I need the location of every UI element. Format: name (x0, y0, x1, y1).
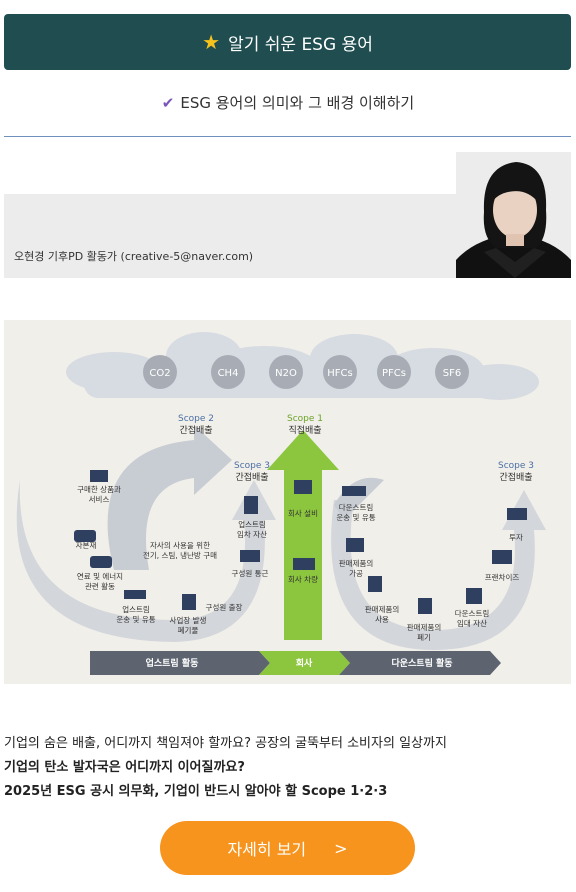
star-icon: ★ (202, 30, 221, 54)
up-item-7: 사업장 발생 (170, 615, 207, 625)
down-item-4: 판매제품의 (365, 604, 400, 614)
scope2-label: Scope 2 (178, 414, 214, 424)
up-item-11: 업스트림 (238, 520, 266, 529)
up-item-1: 서비스 (89, 495, 110, 504)
bar-company: 회사 (296, 657, 313, 669)
down-item-7: 폐기 (417, 632, 431, 642)
up-item-10: 구성원 통근 (232, 569, 269, 578)
up-item-12: 임차 자산 (237, 529, 267, 539)
bar-downstream: 다운스트림 활동 (391, 657, 452, 669)
down-item-1: 운송 및 유통 (336, 512, 375, 522)
down-item-6: 판매제품의 (407, 622, 442, 632)
up-item-3: 연료 및 에너지 (77, 571, 123, 581)
gas-hfcs: HFCs (327, 368, 352, 379)
subtitle: ✔ ESG 용어의 의미와 그 배경 이해하기 (0, 92, 576, 113)
up-item-14: 전기, 스팀, 냉난방 구매 (143, 550, 217, 560)
up-item-5: 업스트림 (122, 605, 150, 614)
down-item-3: 가공 (349, 569, 363, 578)
gas-pfcs: PFCs (382, 368, 406, 379)
down-item-0: 다운스트림 (339, 503, 374, 512)
up-item-6: 운송 및 유통 (116, 614, 155, 624)
scope3-down-label: Scope 3 (498, 461, 534, 471)
down-item-10: 프랜차이즈 (485, 572, 520, 582)
scope2-desc: 간접배출 (179, 424, 212, 436)
read-more-label: 자세히 보기 (227, 840, 307, 859)
scope1-label: Scope 1 (287, 414, 323, 424)
divider (4, 136, 571, 137)
scope1-desc: 직접배출 (288, 424, 321, 436)
gas-co2: CO2 (149, 368, 170, 379)
company-item-1: 회사 차량 (288, 575, 318, 584)
gas-sf6: SF6 (443, 368, 461, 379)
scope3-up-desc: 간접배출 (235, 471, 268, 483)
up-item-13: 자사의 사용을 위한 (150, 540, 210, 550)
scope-infographic: CO2 CH4 N2O HFCs PFCs SF6 Scope 2 간접배출 S… (4, 320, 571, 684)
checkmark-icon: ✔ (161, 94, 175, 112)
up-item-2: 자본재 (76, 541, 97, 550)
subtitle-text: ESG 용어의 의미와 그 배경 이해하기 (180, 94, 415, 112)
chevron-right-icon: > (334, 838, 348, 858)
header-banner: ★ 알기 쉬운 ESG 용어 (4, 14, 571, 70)
company-item-0: 회사 설비 (288, 509, 318, 518)
down-item-9: 임대 자산 (457, 618, 487, 628)
down-item-5: 사용 (375, 615, 389, 624)
up-item-0: 구매한 상품과 (77, 484, 121, 494)
down-item-11: 투자 (509, 533, 523, 542)
gas-n2o: N2O (275, 368, 297, 379)
up-item-8: 폐기물 (178, 625, 199, 635)
scope3-down-desc: 간접배출 (499, 471, 532, 483)
bar-upstream: 업스트림 활동 (146, 657, 199, 669)
header-title: 알기 쉬운 ESG 용어 (228, 34, 373, 55)
body-line-3: 2025년 ESG 공시 의무화, 기업이 반드시 알아야 할 Scope 1·… (4, 784, 388, 799)
author-byline: 오현경 기후PD 활동가 (creative-5@naver.com) (14, 250, 254, 263)
gas-ch4: CH4 (218, 368, 239, 379)
article-body: 기업의 숨은 배출, 어디까지 책임져야 할까요? 공장의 굴뚝부터 소비자의 … (4, 732, 572, 804)
scope3-up-label: Scope 3 (234, 461, 270, 471)
up-item-9: 구성원 출장 (206, 602, 243, 612)
body-line-1: 기업의 숨은 배출, 어디까지 책임져야 할까요? 공장의 굴뚝부터 소비자의 … (4, 736, 447, 751)
body-line-2: 기업의 탄소 발자국은 어디까지 이어질까요? (4, 760, 245, 775)
down-item-2: 판매제품의 (339, 558, 374, 568)
down-item-8: 다운스트림 (455, 609, 490, 618)
read-more-button[interactable]: 자세히 보기 > (160, 821, 415, 875)
author-portrait (456, 152, 571, 278)
up-item-4: 관련 활동 (85, 581, 115, 591)
